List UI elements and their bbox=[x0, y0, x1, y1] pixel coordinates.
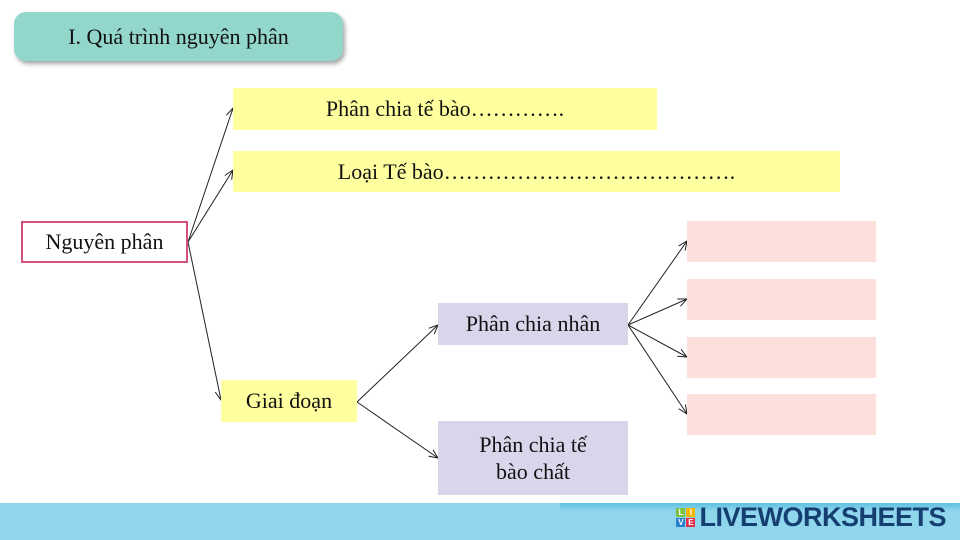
cytoplasm-division-box: Phân chia tế bào chất bbox=[438, 421, 628, 495]
nuclear-division-box: Phân chia nhân bbox=[438, 303, 628, 345]
logo-icon: L I V E bbox=[676, 507, 696, 527]
stage-box: Giai đoạn bbox=[221, 380, 357, 422]
liveworksheets-logo: L I V E LIVEWORKSHEETS bbox=[676, 501, 946, 532]
answer-box-3[interactable] bbox=[687, 337, 876, 378]
footer-accent bbox=[560, 503, 960, 511]
logo-letter: V bbox=[676, 517, 686, 527]
cell-type-box: Loại Tế bào…………………………………. bbox=[233, 151, 840, 192]
arrow-to-cell-type bbox=[187, 170, 233, 243]
arrow-to-cytoplasm bbox=[356, 401, 438, 458]
answer-box-1[interactable] bbox=[687, 221, 876, 262]
section-title: I. Quá trình nguyên phân bbox=[14, 12, 343, 61]
arrow-to-answer-2 bbox=[627, 299, 687, 326]
answer-box-2[interactable] bbox=[687, 279, 876, 320]
answer-box-4[interactable] bbox=[687, 394, 876, 435]
root-node: Nguyên phân bbox=[21, 221, 188, 263]
arrow-to-nuclear bbox=[356, 325, 438, 403]
cell-division-box: Phân chia tế bào…………. bbox=[233, 88, 657, 130]
logo-letter: I bbox=[686, 507, 696, 517]
arrow-to-answer-1 bbox=[627, 241, 687, 326]
arrow-to-cell-division bbox=[187, 108, 233, 243]
arrow-to-answer-4 bbox=[627, 324, 687, 414]
logo-letter: E bbox=[686, 517, 696, 527]
brand-name: LIVEWORKSHEETS bbox=[699, 501, 946, 532]
logo-letter: L bbox=[676, 507, 686, 517]
arrow-to-answer-3 bbox=[627, 324, 687, 357]
arrow-to-stage bbox=[187, 241, 221, 400]
